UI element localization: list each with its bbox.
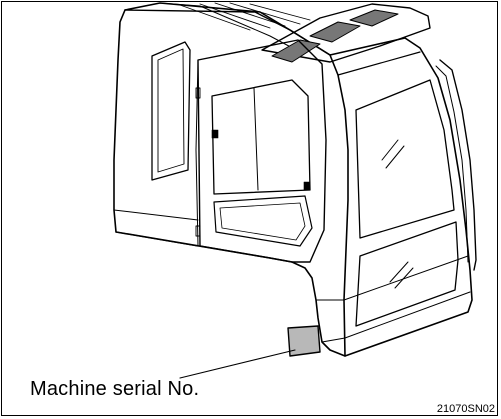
- sunroof-vent-2: [309, 21, 361, 43]
- side-handrail: [439, 59, 477, 271]
- door-window-latch-1: [211, 129, 219, 139]
- door-window-latch-2: [303, 181, 311, 191]
- windshield-lower: [355, 221, 459, 327]
- side-handrail-inner: [435, 65, 469, 263]
- door-outline: [197, 39, 327, 263]
- front-pillar: [329, 54, 349, 357]
- front-pillar-inner: [337, 51, 421, 76]
- door-hinge-top: [195, 87, 201, 99]
- door-hinge-bottom: [195, 225, 201, 237]
- callout-leader: [179, 349, 296, 379]
- door-upper-window: [211, 79, 311, 195]
- figure-id: 21070SN02: [436, 403, 495, 415]
- roof-inner: [159, 2, 301, 53]
- rear-side-window-inner: [157, 48, 185, 173]
- roof-slat: [179, 2, 311, 31]
- floor-edge: [115, 231, 199, 247]
- glass-reflection-lower: [389, 261, 414, 289]
- door-window-divider: [253, 87, 259, 191]
- floor-frame: [315, 255, 469, 301]
- rear-body-line: [113, 209, 199, 221]
- door-hinge-line: [195, 59, 199, 247]
- sunroof-vent-3: [349, 9, 399, 27]
- sunroof-vent-1: [271, 39, 321, 63]
- sunroof-housing: [261, 3, 431, 63]
- serial-number-plate: [287, 325, 321, 357]
- door-lower-panel-inner: [219, 202, 306, 241]
- windshield-upper: [355, 79, 455, 239]
- floor-frame-lower: [321, 291, 471, 343]
- rear-side-window: [151, 41, 191, 181]
- door-lower-panel: [213, 195, 313, 247]
- glass-reflection: [381, 139, 405, 169]
- serial-number-callout: Machine serial No.: [30, 378, 200, 400]
